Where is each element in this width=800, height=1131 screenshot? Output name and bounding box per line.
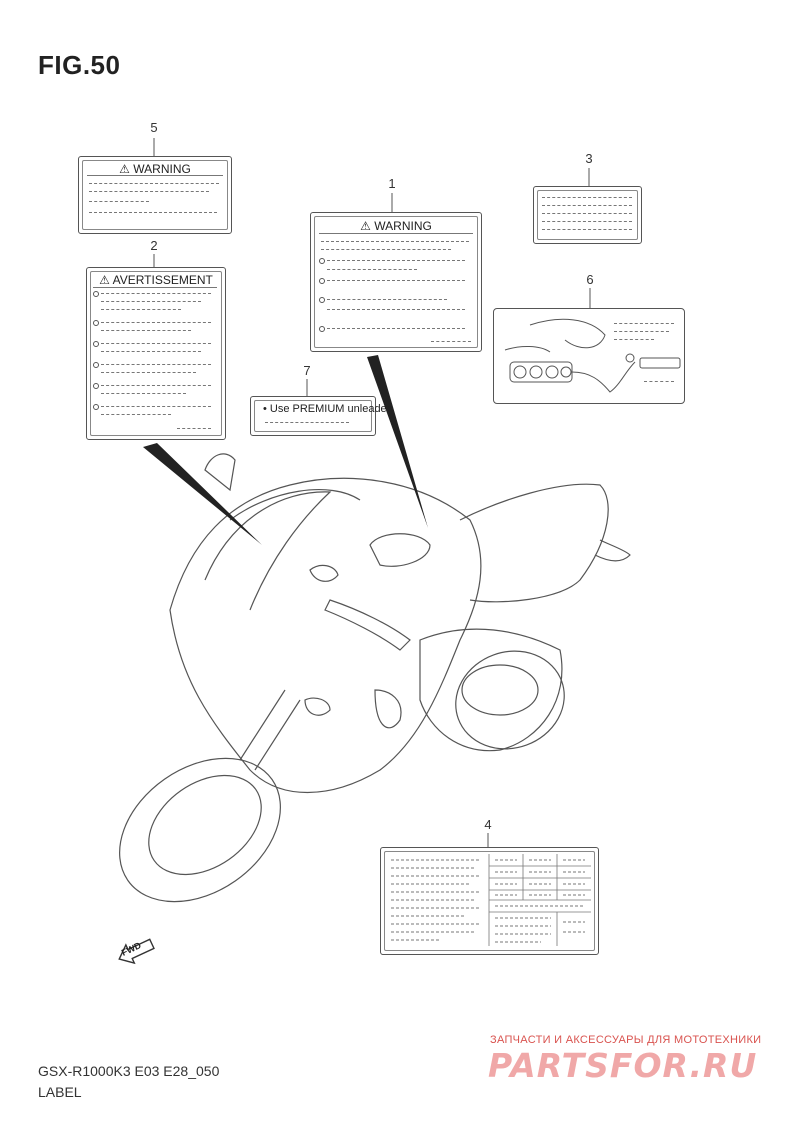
label-2-header: AVERTISSEMENT <box>112 273 213 287</box>
label-7-fuel: • Use PREMIUM unleaded <box>250 396 393 436</box>
warning-symbol-icon: ⚠ <box>119 162 130 176</box>
label-3 <box>533 186 642 244</box>
watermark-logo: PARTSFOR.RU <box>488 1046 758 1085</box>
label-2-avertissement: ⚠ AVERTISSEMENT <box>86 267 226 440</box>
warning-symbol-icon: ⚠ <box>99 273 110 287</box>
callout-7: 7 <box>303 363 311 378</box>
label-1-warning: ⚠ WARNING <box>310 212 482 352</box>
label-7-text: • Use PREMIUM unleaded <box>263 403 393 415</box>
model-code: GSX-R1000K3 E03 E28_050 <box>38 1063 220 1079</box>
callout-6: 6 <box>586 272 594 287</box>
figure-title: FIG.50 <box>38 50 121 80</box>
label-6-routing <box>493 308 685 404</box>
callout-2: 2 <box>150 238 158 253</box>
label-5-header: WARNING <box>133 162 191 176</box>
label-1-header: WARNING <box>374 219 432 233</box>
warning-symbol-icon: ⚠ <box>360 219 371 233</box>
callout-5: 5 <box>150 120 158 135</box>
callout-1: 1 <box>388 176 396 191</box>
fwd-arrow-icon <box>118 938 155 965</box>
callout-4: 4 <box>484 817 492 832</box>
label-5-warning: ⚠ WARNING <box>78 156 232 234</box>
spec-table-grid <box>391 854 591 946</box>
section-label: LABEL <box>38 1084 82 1100</box>
callout-3: 3 <box>585 151 593 166</box>
watermark-tagline: ЗАПЧАСТИ И АКСЕССУАРЫ ДЛЯ МОТОТЕХНИКИ <box>490 1034 762 1046</box>
label-4-spec-table <box>380 847 599 955</box>
